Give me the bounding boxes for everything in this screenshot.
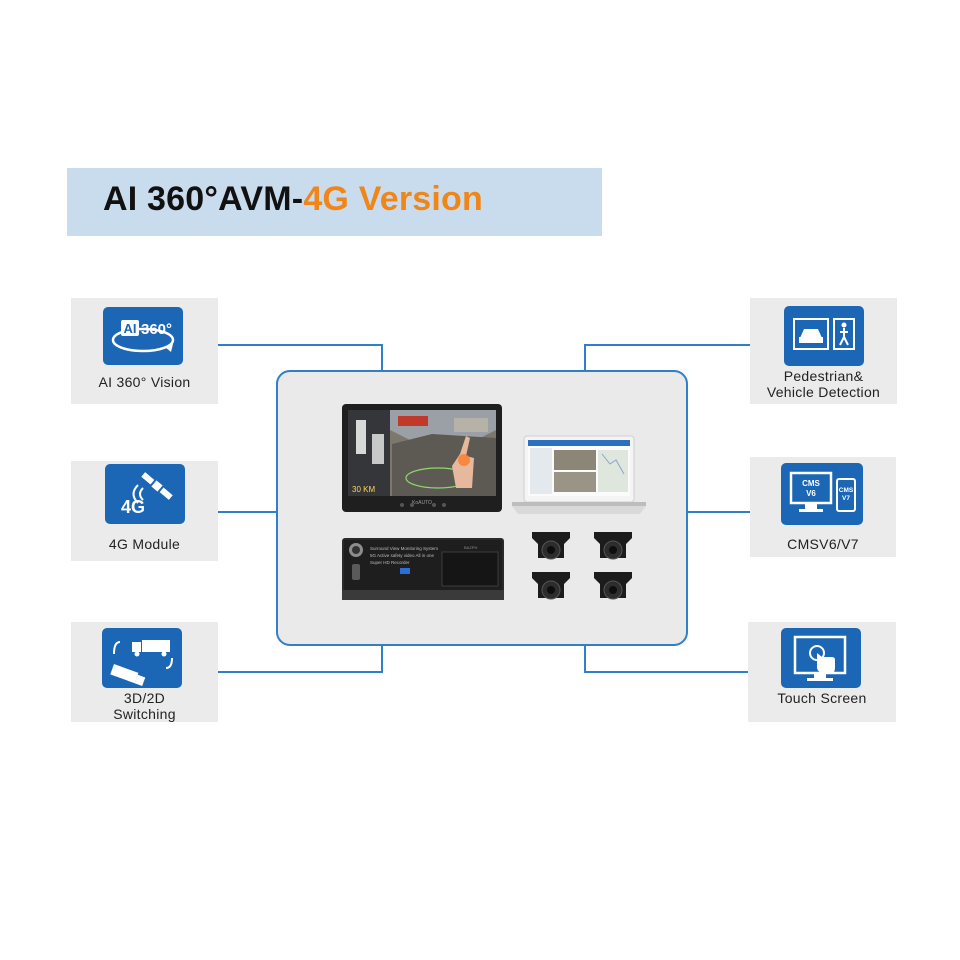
feature-label-3d2d-line2: Switching: [113, 706, 176, 722]
feature-card-touch: Touch Screen: [748, 622, 896, 722]
svg-text:CMS: CMS: [839, 487, 854, 494]
camera-2: [590, 526, 636, 562]
feature-label-cmsv: CMSV6/V7: [787, 536, 859, 552]
ai360-icon: AI 360°: [103, 307, 183, 365]
svg-text:V7: V7: [842, 495, 850, 502]
connector-pedestrian-h: [584, 344, 750, 346]
page-title: AI 360°AVM-4G Version: [103, 180, 483, 219]
svg-text:4G: 4G: [121, 497, 145, 517]
touch-screen-icon: [781, 628, 861, 688]
product-panel: 30 KM KoAUTO Surround: [276, 370, 688, 646]
connector-pedestrian-v: [584, 344, 586, 371]
svg-text:V6: V6: [806, 489, 816, 498]
feature-label-pedestrian-line2: Vehicle Detection: [766, 384, 881, 400]
monitor-device: 30 KM KoAUTO: [342, 404, 504, 514]
recorder-line-3: Super HD Recorder: [370, 560, 410, 565]
camera-4: [590, 566, 636, 602]
camera-1: [528, 526, 574, 562]
feature-label-pedestrian: Pedestrian& Vehicle Detection: [750, 368, 897, 400]
connector-touch-h: [584, 671, 750, 673]
recorder-device: Surround View Monitoring System 5G Activ…: [342, 538, 506, 604]
recorder-line-2: 5G Active safety video All in one: [370, 553, 435, 558]
feature-label-touch: Touch Screen: [777, 690, 867, 706]
title-main: AI 360°AVM-: [103, 180, 304, 218]
feature-label-3d2d-line1: 3D/2D: [123, 690, 166, 706]
svg-text:CMS: CMS: [802, 479, 820, 488]
feature-label-3d2d: 3D/2D Switching: [71, 690, 218, 722]
connector-3d-h: [218, 671, 383, 673]
svg-text:AI: AI: [124, 321, 137, 336]
monitor-overlay-text: 30 KM: [352, 485, 375, 494]
svg-text:360°: 360°: [141, 321, 172, 338]
connector-ai360-v: [381, 344, 383, 371]
laptop-device: [512, 434, 646, 516]
4g-satellite-icon: 4G: [105, 464, 185, 524]
connector-cmsv: [688, 511, 750, 513]
feature-card-cmsv: CMS V6 CMS V7 CMSV6/V7: [750, 457, 896, 557]
feature-card-ai360: AI 360° AI 360° Vision: [71, 298, 218, 404]
feature-label-ai360: AI 360° Vision: [98, 374, 191, 390]
feature-label-pedestrian-line1: Pedestrian&: [783, 368, 864, 384]
feature-card-4g: 4G 4G Module: [71, 461, 218, 561]
3d-2d-switch-icon: [102, 628, 182, 688]
cmsv-monitor-icon: CMS V6 CMS V7: [781, 463, 863, 525]
camera-3: [528, 566, 574, 602]
feature-label-4g: 4G Module: [108, 536, 181, 552]
connector-touch-v: [584, 646, 586, 673]
recorder-line-1: Surround View Monitoring System: [370, 546, 438, 551]
feature-card-pedestrian: Pedestrian& Vehicle Detection: [750, 298, 897, 404]
connector-ai360-h: [218, 344, 383, 346]
monitor-brand-text: KoAUTO: [412, 500, 432, 506]
feature-card-3d2d: 3D/2D Switching: [71, 622, 218, 722]
connector-4g: [218, 511, 277, 513]
pedestrian-vehicle-icon: [784, 306, 864, 366]
title-band: [67, 168, 602, 236]
connector-3d-v: [381, 646, 383, 673]
recorder-badge: BAZPH: [464, 545, 477, 550]
title-accent: 4G Version: [303, 180, 483, 218]
